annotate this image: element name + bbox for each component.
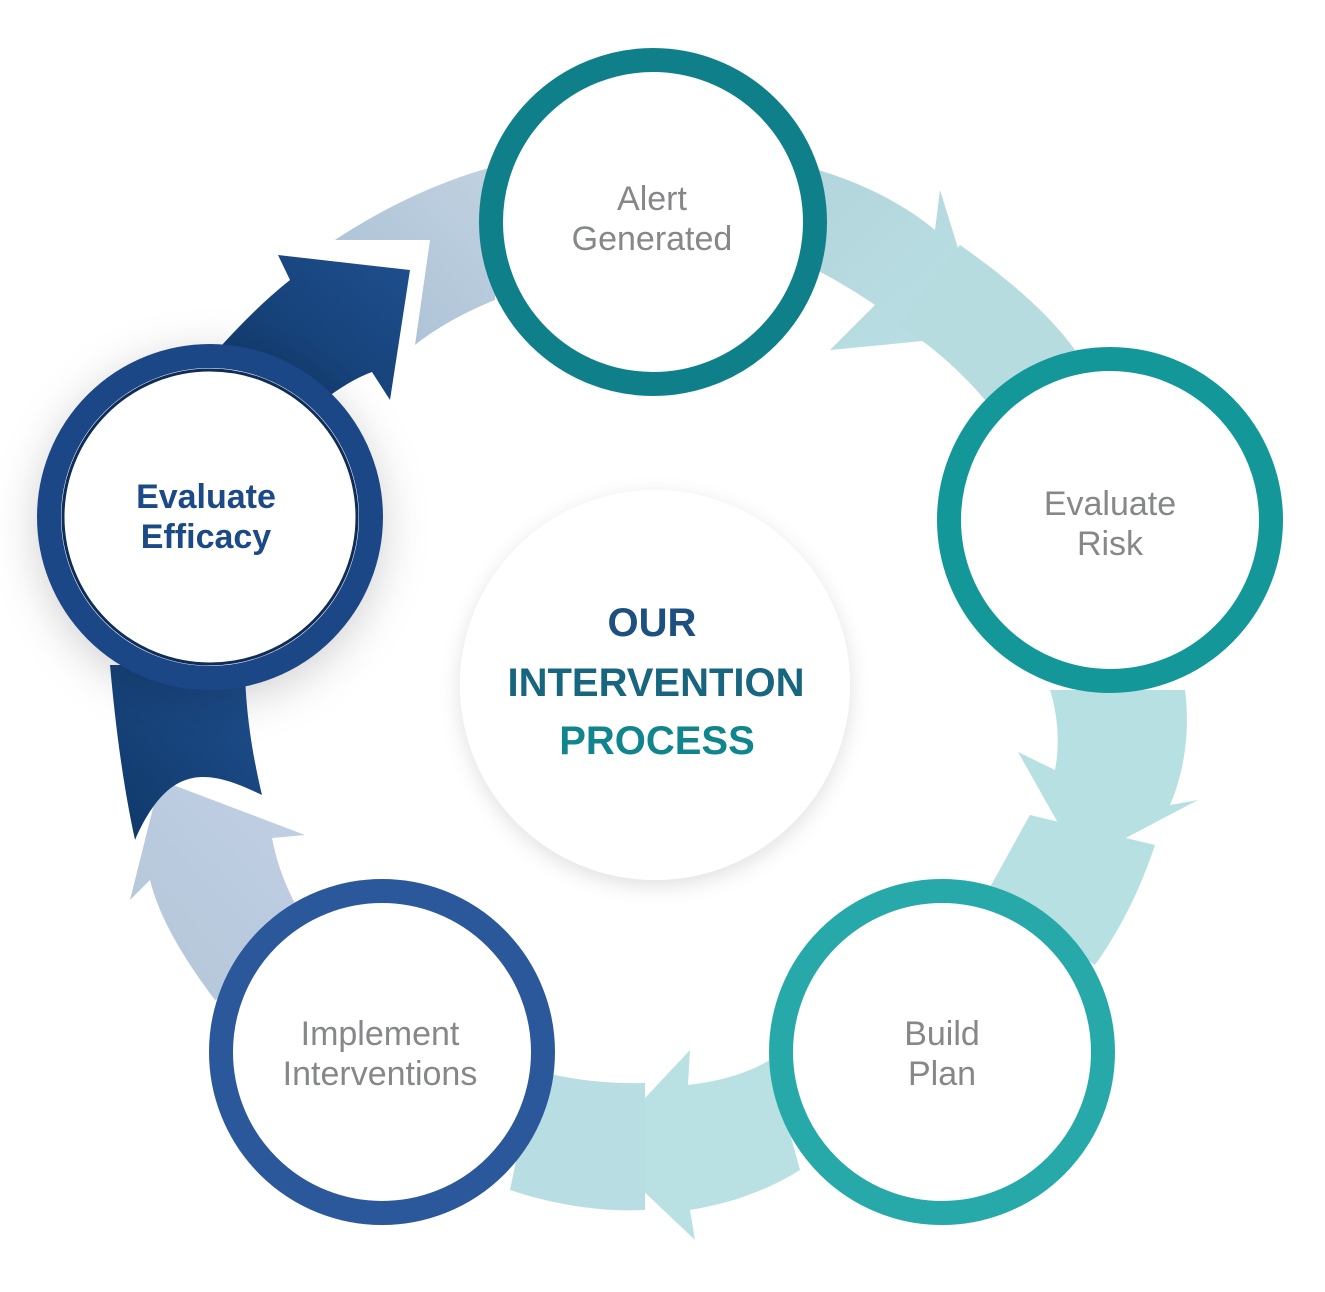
step-label-line1: Alert <box>617 180 687 218</box>
center-title-line1: OUR <box>608 601 697 645</box>
step-label-line1: Implement <box>301 1015 460 1053</box>
step-ring <box>479 48 827 396</box>
step-label-line2: Interventions <box>283 1055 478 1093</box>
step-evaluate-efficacy[interactable]: Evaluate Efficacy <box>37 344 383 690</box>
step-label-line2: Plan <box>908 1055 976 1093</box>
step-label-line1: Build <box>904 1015 980 1053</box>
center-circle <box>460 490 850 880</box>
step-label-line1: Evaluate <box>136 478 276 516</box>
step-ring <box>769 879 1115 1225</box>
arrow-risk-to-plan <box>1018 690 1198 862</box>
center-title-line3: PROCESS <box>559 719 755 763</box>
step-implement-interventions[interactable]: Implement Interventions <box>209 879 555 1225</box>
step-inner-circle <box>61 368 359 666</box>
arrow-efficacy-to-alert-light <box>335 165 500 345</box>
step-ring <box>209 879 555 1225</box>
step-ring <box>937 347 1283 693</box>
arrow-plan-to-implement <box>598 1050 800 1240</box>
step-label-line2: Risk <box>1077 525 1144 563</box>
step-alert-generated[interactable]: Alert Generated <box>479 48 827 396</box>
step-build-plan[interactable]: Build Plan <box>769 879 1115 1225</box>
center-title-line2: INTERVENTION <box>507 661 804 705</box>
center-hub: OUR INTERVENTION PROCESS <box>460 490 850 880</box>
arrow-risk-continuation <box>900 245 1075 400</box>
arrow-efficacy-active <box>110 665 262 840</box>
arrow-plan-continuation <box>985 815 1155 965</box>
step-label-line2: Efficacy <box>141 518 271 556</box>
step-label-line2: Generated <box>572 220 733 258</box>
step-label-line1: Evaluate <box>1044 485 1176 523</box>
step-evaluate-risk[interactable]: Evaluate Risk <box>937 347 1283 693</box>
